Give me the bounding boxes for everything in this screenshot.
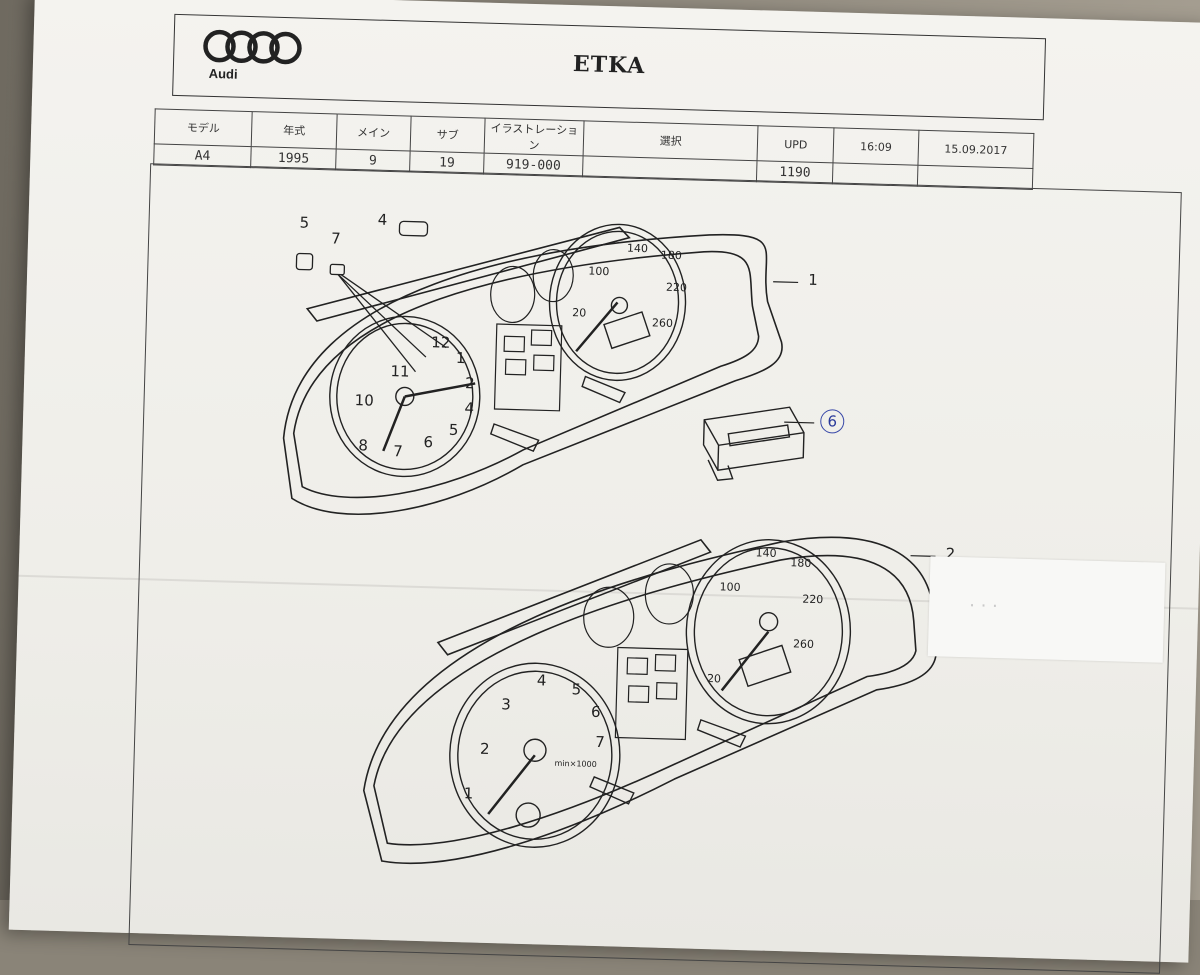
callout-4: 4: [377, 210, 388, 229]
header-year: 年式: [251, 111, 338, 149]
c1-clock-1: 1: [456, 349, 466, 367]
cluster2-housing: [362, 536, 937, 865]
c1-clock-8: 8: [358, 436, 368, 454]
callout-5: 5: [299, 213, 310, 232]
part-5-bulb: [295, 252, 314, 271]
part-6-module: [702, 406, 805, 481]
blank-sticker-label: · · ·: [927, 556, 1166, 663]
bulb-parts: [295, 220, 447, 373]
audi-rings-icon: [203, 29, 302, 65]
c2-speed-20: 20: [707, 672, 721, 685]
header-box: Audi ETKA: [172, 13, 1047, 121]
c2-rpm-6: 6: [591, 703, 601, 721]
callout-7: 7: [330, 229, 341, 248]
c1-clock-7: 7: [393, 442, 403, 460]
c2-rpm-3: 3: [501, 695, 511, 713]
parts-catalog-sheet: Audi ETKA モデル 年式 メイン サブ イラストレーション 選択 UPD…: [8, 0, 1200, 974]
c1-speed-260: 260: [652, 316, 673, 330]
header-sub: サブ: [410, 116, 486, 154]
c2-rpm-2: 2: [480, 740, 490, 758]
cluster2-tachometer: [449, 662, 621, 848]
c1-speed-140: 140: [627, 242, 648, 256]
c2-rpm-5: 5: [571, 680, 581, 698]
callout-1: 1: [807, 270, 819, 289]
header-upd: UPD: [757, 125, 835, 163]
timestamp-date: 15.09.2017: [917, 130, 1034, 169]
cluster1-speedometer: [548, 223, 687, 382]
instrument-cluster-illustration: 20 100 140 180 220 260 12 1 2 4 5 6 7 8 …: [282, 220, 937, 865]
c2-rpm-4: 4: [537, 671, 547, 689]
c1-speed-220: 220: [666, 281, 687, 295]
illustration-frame: 20 100 140 180 220 260 12 1 2 4 5 6 7 8 …: [128, 163, 1182, 974]
cluster2-speedometer: [685, 539, 852, 725]
c2-rpm-7: 7: [595, 733, 605, 751]
c1-clock-11: 11: [390, 362, 410, 381]
header-model: モデル: [154, 108, 253, 147]
c1-clock-2: 2: [465, 374, 475, 392]
c1-speed-180: 180: [661, 249, 682, 263]
header-selection: 選択: [582, 120, 759, 161]
audi-logo: Audi: [198, 26, 320, 89]
c2-rpm-unit: min×1000: [554, 759, 596, 769]
c2-speed-100: 100: [719, 580, 740, 594]
c1-speed-100: 100: [588, 265, 609, 279]
c2-rpm-1: 1: [463, 784, 473, 802]
c2-speed-220: 220: [802, 593, 823, 607]
part-4-bulb-holder: [398, 220, 429, 237]
c1-clock-10: 10: [354, 391, 374, 410]
part-7-bulb: [329, 263, 346, 276]
c1-speed-20: 20: [572, 306, 586, 319]
c1-clock-5: 5: [449, 421, 459, 439]
c1-clock-6: 6: [423, 433, 433, 451]
c2-speed-140: 140: [755, 546, 776, 560]
c1-clock-4: 4: [464, 399, 474, 417]
c1-clock-12: 12: [431, 333, 451, 352]
c2-speed-260: 260: [793, 637, 814, 651]
timestamp-time: 16:09: [833, 127, 919, 166]
cluster2-small-gauges: [583, 563, 694, 741]
header-illustration: イラストレーション: [484, 118, 584, 156]
c2-speed-180: 180: [790, 556, 811, 570]
cluster1-left-gauge: [329, 315, 481, 478]
logo-text: Audi: [208, 65, 238, 82]
cluster1-small-gauges: [490, 248, 574, 412]
sticker-faint-text: · · ·: [968, 595, 999, 618]
header-main: メイン: [336, 113, 412, 152]
